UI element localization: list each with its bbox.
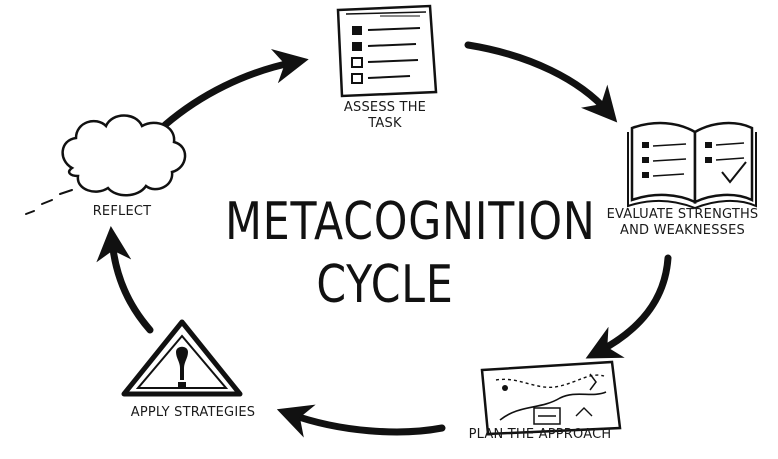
open-notebook-icon	[627, 121, 757, 210]
arrow-reflect-to-assess	[161, 48, 309, 129]
step-label-line: ASSESS THE	[343, 100, 427, 115]
step-label-line: AND WEAKNESSES	[620, 223, 745, 239]
step-label-line: EVALUATE STRENGTHS	[606, 207, 759, 222]
step-label-line: REFLECT	[92, 204, 152, 219]
arrow-plan-to-apply	[276, 404, 446, 438]
map-icon	[480, 360, 622, 436]
arrow-assess-to-evaluate	[464, 41, 618, 123]
arrow-apply-to-reflect	[96, 226, 154, 334]
step-label-evaluate: EVALUATE STRENGTHS AND WEAKNESSES	[585, 207, 778, 240]
diagram-title: METACOGNITION CYCLE	[190, 192, 596, 315]
title-line-1: METACOGNITION	[225, 192, 596, 252]
step-label-line: PLAN THE APPROACH	[468, 427, 612, 442]
title-line-2: CYCLE	[316, 254, 454, 315]
step-label-plan: PLAN THE APPROACH	[460, 427, 620, 443]
step-label-apply: APPLY STRATEGIES	[103, 405, 283, 421]
step-label-line: TASK	[368, 116, 402, 132]
arrow-evaluate-to-plan	[585, 254, 672, 359]
checklist-icon	[336, 4, 438, 98]
step-label-assess: ASSESS THE TASK	[330, 100, 440, 133]
step-label-line: APPLY STRATEGIES	[130, 405, 256, 420]
step-label-reflect: REFLECT	[82, 204, 162, 220]
warning-sign-icon	[121, 319, 243, 397]
thought-cloud-icon	[25, 114, 187, 215]
